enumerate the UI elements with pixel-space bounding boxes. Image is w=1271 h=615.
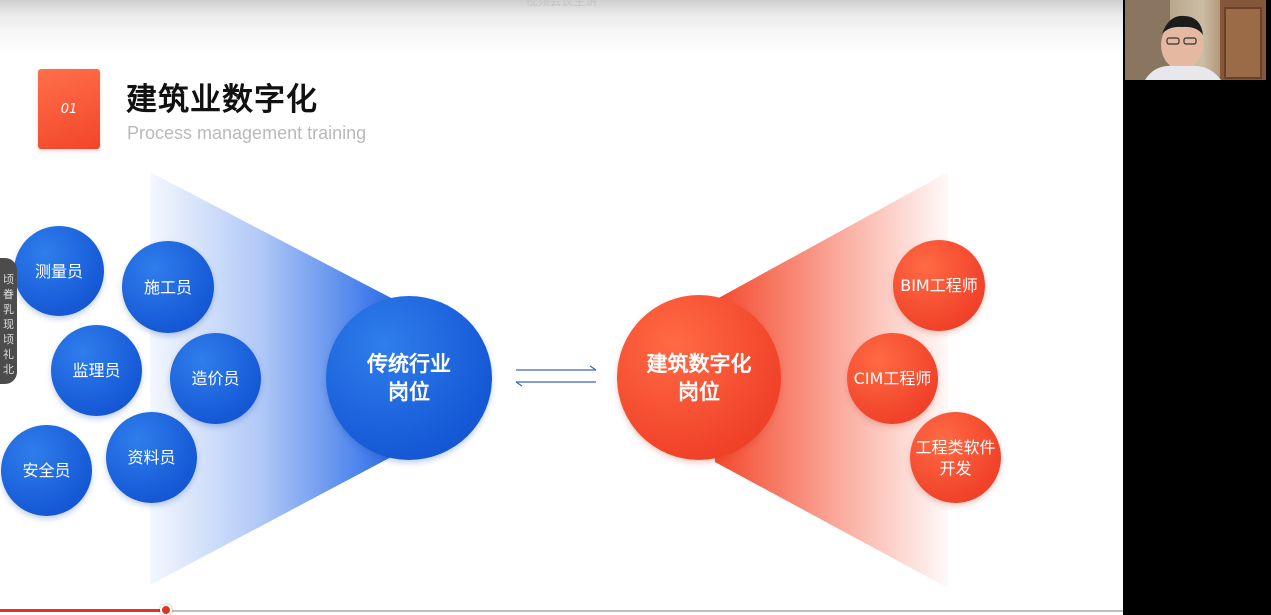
role-circle-safety-officer: 安全员	[1, 425, 92, 516]
role-circle-bim-engineer: BIM工程师	[893, 240, 985, 331]
side-tab-char: 北	[3, 363, 14, 376]
slide-title: 建筑业数字化	[126, 82, 318, 118]
exchange-arrows-icon	[515, 365, 597, 387]
top-bar: 视频会议主讲	[0, 0, 1123, 56]
role-circle-constructor: 施工员	[122, 241, 214, 333]
side-tab-text: 顷眷乳现顷礼北	[0, 272, 17, 377]
progress-track[interactable]	[168, 610, 1123, 612]
right-funnel-shape	[715, 172, 948, 588]
digital-roles-hub: 建筑数字化 岗位	[617, 295, 781, 460]
side-tab-char: 乳	[3, 303, 14, 316]
role-circle-surveyor: 测量员	[14, 226, 104, 316]
section-number-badge: 01	[38, 69, 100, 149]
side-tab-char: 顷	[3, 273, 14, 286]
webcam-feed	[1125, 0, 1266, 80]
traditional-roles-hub: 传统行业 岗位	[326, 296, 492, 460]
side-tab-char: 现	[3, 318, 14, 331]
role-circle-software-developer: 工程类软件 开发	[910, 412, 1001, 503]
presenter-video-image	[1125, 0, 1266, 80]
window-title: 视频会议主讲	[525, 0, 598, 8]
progress-fill	[0, 609, 168, 612]
role-circle-cost-engineer: 造价员	[170, 333, 261, 424]
side-tab-char: 礼	[3, 348, 14, 361]
role-circle-supervisor: 监理员	[51, 325, 142, 416]
role-circle-document-clerk: 资料员	[106, 412, 197, 503]
side-tab-char: 眷	[3, 288, 14, 301]
side-toolbar-tab[interactable]: 顷眷乳现顷礼北	[0, 258, 17, 384]
progress-knob[interactable]	[160, 604, 172, 615]
slide-subtitle: Process management training	[127, 123, 367, 143]
slide-canvas: 视频会议主讲 01 建筑业数字化 Process management trai…	[0, 0, 1123, 615]
side-tab-char: 顷	[3, 333, 14, 346]
video-panel	[1123, 0, 1271, 615]
role-circle-cim-engineer: CIM工程师	[847, 333, 938, 424]
